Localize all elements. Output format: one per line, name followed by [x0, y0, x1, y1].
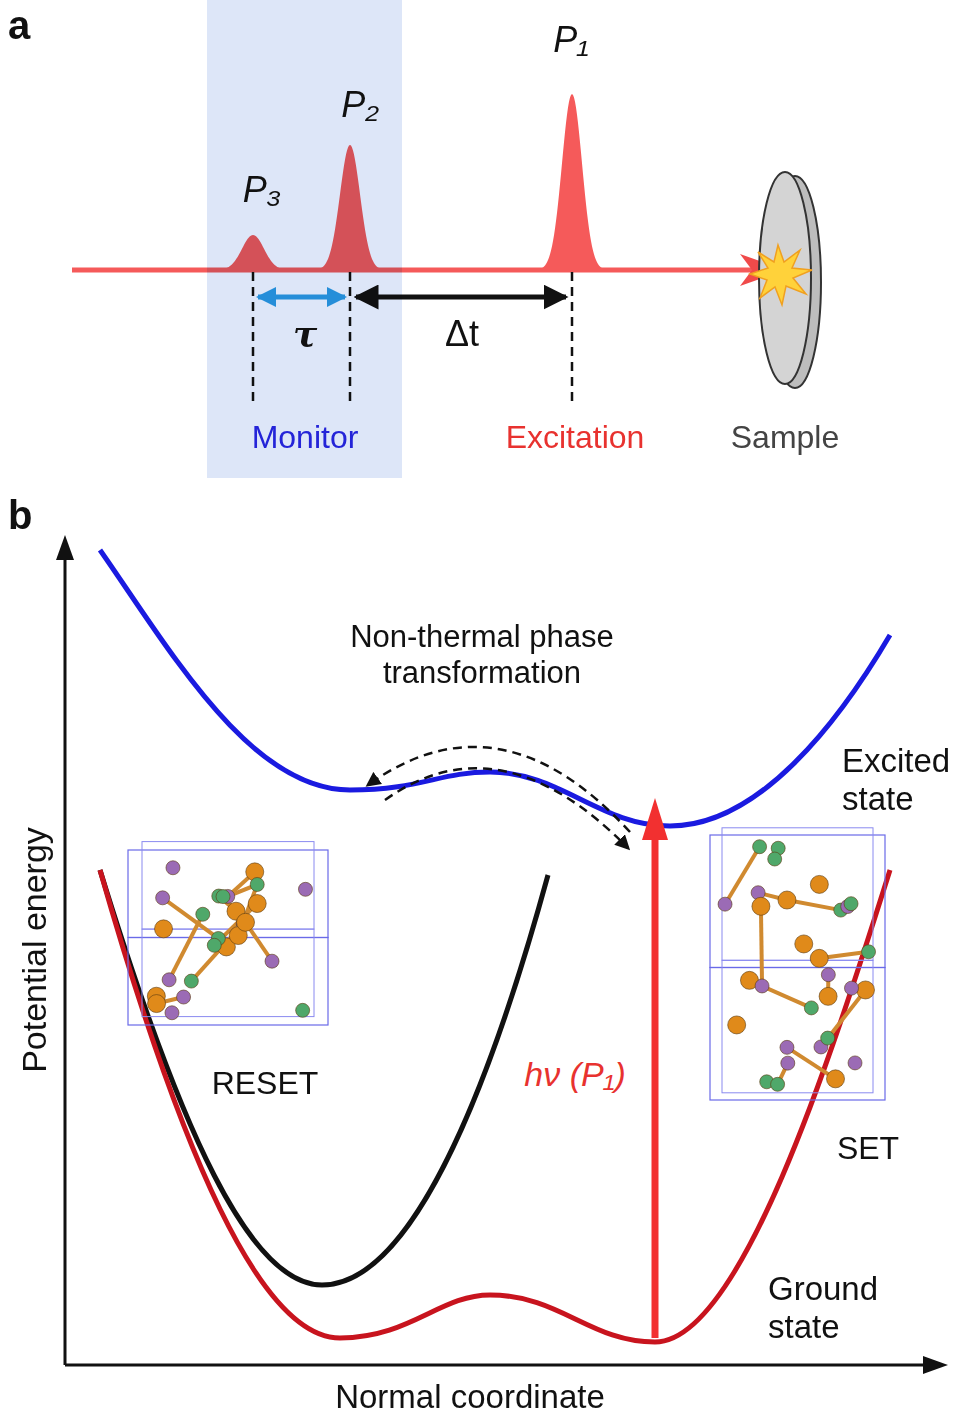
- sample-label: Sample: [731, 419, 840, 456]
- atom: [250, 877, 264, 891]
- atom: [298, 882, 312, 896]
- bond: [762, 986, 811, 1008]
- axis-label: Normal coordinate: [335, 1378, 605, 1416]
- cell-edge: [722, 960, 873, 1093]
- bond: [761, 906, 762, 986]
- atom: [237, 913, 255, 931]
- atom: [753, 840, 767, 854]
- atom: [184, 974, 198, 988]
- atom: [162, 973, 176, 987]
- atom: [778, 891, 796, 909]
- atom: [156, 891, 170, 905]
- atom: [718, 897, 732, 911]
- atom: [821, 1031, 835, 1045]
- cell-edge: [142, 929, 314, 1017]
- atom: [810, 875, 828, 893]
- sample-disk: [750, 172, 821, 388]
- phase-label: RESET: [212, 1065, 319, 1102]
- monitor-label: Monitor: [252, 419, 359, 456]
- atom: [148, 995, 166, 1013]
- monitor-band: P₃ P₂ τMonitor: [207, 0, 402, 478]
- beam-line: [72, 268, 760, 273]
- bond: [169, 914, 203, 980]
- transformation-arrows: [368, 747, 630, 848]
- excitation-arrowhead: [642, 798, 668, 840]
- set-crystal: [710, 828, 885, 1100]
- atom: [728, 1016, 746, 1034]
- atom: [177, 990, 191, 1004]
- atom: [804, 1001, 818, 1015]
- pulse-label: P₃: [243, 169, 281, 210]
- atom: [795, 935, 813, 953]
- atom: [768, 852, 782, 866]
- delay-label: Δt: [445, 313, 479, 354]
- atom: [780, 1040, 794, 1054]
- cell-edge: [128, 850, 328, 938]
- cell-edge: [142, 842, 314, 930]
- photon-label: hν (P₁): [522, 1055, 627, 1094]
- axes: [56, 535, 948, 1374]
- atom: [166, 861, 180, 875]
- state-label: Excited state: [842, 742, 970, 818]
- cell-edge: [722, 828, 873, 961]
- atom: [810, 949, 828, 967]
- pulse-label: P₁: [553, 19, 588, 60]
- axis-label: Potential energy: [15, 827, 54, 1073]
- atom: [216, 890, 230, 904]
- atom: [771, 1077, 785, 1091]
- delay-label: τ: [293, 313, 317, 354]
- phase-label: SET: [837, 1130, 899, 1167]
- atom: [845, 981, 859, 995]
- cell-edge: [710, 835, 885, 968]
- atom: [844, 897, 858, 911]
- process-label: Non-thermal phase transformation: [332, 619, 632, 690]
- atom: [856, 981, 874, 999]
- atom: [248, 895, 266, 913]
- atom: [848, 1056, 862, 1070]
- atom: [165, 1006, 179, 1020]
- atom: [265, 954, 279, 968]
- state-label: Ground state: [768, 1270, 898, 1346]
- cell-edge: [128, 938, 328, 1026]
- excited-state-curve: [100, 550, 890, 826]
- atom: [196, 907, 210, 921]
- reset-crystal: [128, 842, 328, 1025]
- pulse-label: P₂: [341, 84, 379, 125]
- panel-letter: a: [8, 2, 30, 48]
- excitation-label: Excitation: [506, 419, 645, 456]
- pulse: [532, 94, 612, 270]
- atom: [821, 968, 835, 982]
- atom: [155, 920, 173, 938]
- cell-edge: [710, 968, 885, 1101]
- atom: [862, 945, 876, 959]
- panel-letter: b: [8, 492, 32, 538]
- atom: [781, 1056, 795, 1070]
- atom: [296, 1003, 310, 1017]
- atom: [755, 979, 769, 993]
- atom: [827, 1070, 845, 1088]
- atom: [752, 897, 770, 915]
- excitation-arrow: [652, 835, 659, 1338]
- atom: [207, 938, 221, 952]
- atom: [819, 987, 837, 1005]
